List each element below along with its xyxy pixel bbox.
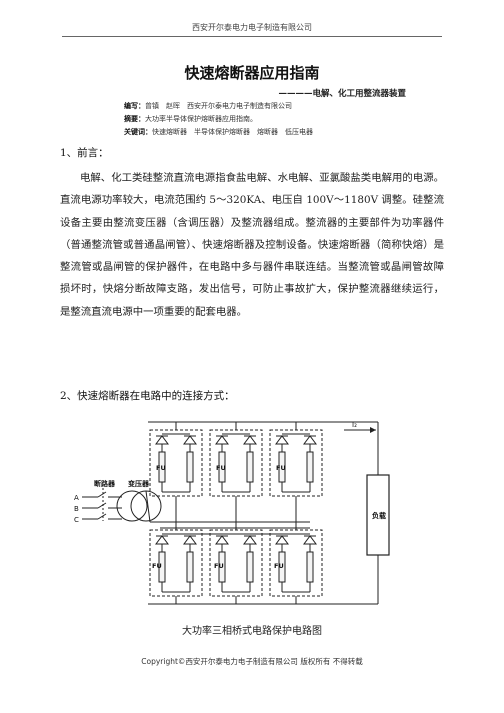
rectifier-group-upper-2 [209,429,263,497]
phase-c-label: C [74,516,79,524]
authors-label: 编写： [124,101,145,110]
fuse-label-top-3: FU [276,464,286,472]
diode-icon [155,435,169,445]
fuse-icon [246,451,254,483]
load-label: 负载 [372,511,386,520]
phase-a-label: A [74,494,79,502]
diode-icon [215,535,229,545]
breaker-contact-b [97,502,107,509]
rectifier-group-upper-3 [269,429,323,497]
section2-heading: 2、快速熔断器在电路中的连接方式： [60,390,235,402]
fuse-label-bottom-3: FU [274,562,284,570]
header-rule [62,36,442,37]
authors-line: 编写：曾镇 赵晖 西安开尔泰电力电子制造有限公司 [124,101,292,111]
current-label: I₂ [352,421,357,429]
fuse-label-top-1: FU [156,464,166,472]
fuse-icon [246,551,254,583]
doc-subtitle: ————电解、化工用整流器装置 [278,89,406,99]
page-footer: Copyright©西安开尔泰电力电子制造有限公司 版权所有 不得转载 [0,656,504,667]
abstract-line: 摘要：大功率半导体保护熔断器应用指南。 [124,114,257,124]
keywords-label: 关键词： [124,127,152,136]
diode-icon [243,535,257,545]
breaker-contact-a [97,491,107,498]
transformer-primary-coil [116,490,148,522]
diode-icon [183,535,197,545]
breaker-contact-c [97,513,107,520]
keywords-text: 快速熔断器 半导体保护熔断器 熔断器 低压电器 [152,128,313,136]
fuse-icon [186,451,194,483]
fuse-icon [306,451,314,483]
diode-icon [155,535,169,545]
fuse-label-bottom-2: FU [214,562,224,570]
load-box [366,474,390,556]
diode-icon [275,435,289,445]
diode-icon [243,435,257,445]
diode-icon [275,535,289,545]
abstract-label: 摘要： [124,114,145,123]
transformer-label: 变压器 [128,479,150,488]
copyright-mark: Copyright© [141,657,186,666]
rectifier-group-upper-1 [149,429,203,497]
doc-title: 快速熔断器应用指南 [184,64,320,82]
fuse-label-top-2: FU [216,464,226,472]
fuse-icon [186,551,194,583]
phase-b-label: B [74,505,79,513]
keywords-line: 关键词：快速熔断器 半导体保护熔断器 熔断器 低压电器 [124,127,313,137]
page-header: 西安开尔泰电力电子制造有限公司 [192,23,312,32]
authors-text: 曾镇 赵晖 西安开尔泰电力电子制造有限公司 [145,102,292,110]
fuse-label-bottom-1: FU [152,562,162,570]
diode-icon [303,535,317,545]
transformer-secondary-coil [130,490,162,522]
diode-icon [215,435,229,445]
diode-icon [183,435,197,445]
figure-caption: 大功率三相桥式电路保护电路图 [182,626,322,637]
footer-text: 西安开尔泰电力电子制造有限公司 版权所有 不得转载 [185,657,363,666]
section1-heading: 1、前言： [60,147,109,159]
section1-body: 电解、化工类硅整流直流电源指食盐电解、水电解、亚氯酸盐类电解用的电源。直流电源功… [60,172,444,318]
abstract-text: 大功率半导体保护熔断器应用指南。 [145,115,257,123]
fuse-icon [306,551,314,583]
breaker-label: 断路器 [94,479,116,488]
diode-icon [303,435,317,445]
